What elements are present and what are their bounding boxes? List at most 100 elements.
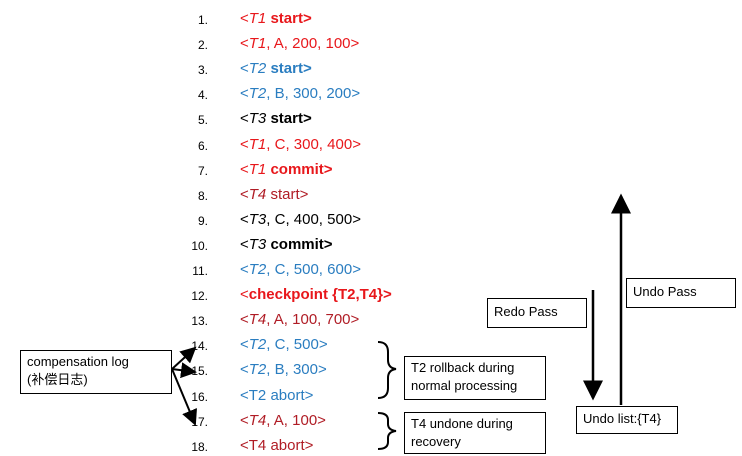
- record-transaction: T2: [248, 336, 267, 354]
- t4-undone-label-2: recovery: [411, 434, 461, 449]
- record-body: , C, 400, 500: [266, 210, 353, 228]
- record-body: commit: [266, 160, 324, 178]
- compensation-label-2: (补偿日志): [27, 372, 88, 387]
- log-record: <T1 commit>: [240, 161, 333, 178]
- record-close-bracket: >: [304, 386, 314, 404]
- record-close-bracket: >: [350, 35, 360, 53]
- record-open-bracket: <: [240, 311, 249, 329]
- record-transaction: T1: [248, 135, 267, 153]
- log-record: <T3, C, 400, 500>: [240, 211, 361, 228]
- log-record: <T2 start>: [240, 60, 312, 77]
- record-close-bracket: >: [323, 235, 333, 253]
- record-close-bracket: >: [352, 135, 361, 153]
- record-open-bracket: <: [240, 10, 249, 27]
- record-number: 18.: [191, 439, 208, 454]
- record-open-bracket: <: [240, 386, 249, 404]
- t4-undone-box: T4 undone during recovery: [404, 412, 546, 454]
- record-number: 17.: [191, 414, 208, 429]
- log-record: <T1, C, 300, 400>: [240, 136, 361, 153]
- record-body: , C, 300, 400: [266, 135, 353, 153]
- undo-list-box: Undo list:{T4}: [576, 406, 678, 434]
- record-number: 3.: [197, 63, 208, 78]
- log-record: <T2, B, 300, 200>: [240, 85, 360, 102]
- record-transaction: T2: [248, 60, 267, 78]
- record-close-bracket: >: [302, 110, 312, 128]
- record-body: , C, 500, 600: [266, 261, 353, 278]
- record-number: 8.: [197, 188, 208, 203]
- record-open-bracket: <: [240, 135, 249, 153]
- record-close-bracket: >: [302, 60, 312, 78]
- log-record: <T2, B, 300>: [240, 361, 327, 378]
- record-body: start: [266, 60, 303, 78]
- t2-rollback-label-1: T2 rollback during: [411, 360, 515, 375]
- undo-list-label: Undo list:{T4}: [583, 411, 662, 426]
- record-close-bracket: >: [318, 336, 328, 354]
- record-body: T4 abort: [248, 436, 305, 454]
- log-record: <T2 abort>: [240, 387, 313, 404]
- brace-t4-undone: [377, 412, 397, 450]
- record-number: 1.: [197, 13, 208, 27]
- record-body: start: [266, 185, 300, 203]
- record-open-bracket: <: [240, 336, 249, 354]
- log-record: <T4 start>: [240, 186, 308, 203]
- record-number: 14.: [191, 339, 208, 354]
- record-transaction: T4: [248, 185, 267, 203]
- record-number: 5.: [197, 113, 208, 128]
- record-close-bracket: >: [352, 210, 361, 228]
- record-transaction: T3: [248, 235, 267, 253]
- log-record: <checkpoint {T2,T4}>: [240, 286, 392, 303]
- record-open-bracket: <: [240, 110, 249, 128]
- record-close-bracket: >: [351, 85, 361, 103]
- record-open-bracket: <: [240, 85, 249, 103]
- record-transaction: T2: [248, 361, 267, 379]
- record-body: commit: [266, 235, 324, 253]
- record-open-bracket: <: [240, 235, 249, 253]
- record-number: 9.: [197, 213, 208, 228]
- record-number: 2.: [197, 38, 208, 53]
- record-open-bracket: <: [240, 286, 249, 304]
- arrow-to-15: [171, 362, 197, 379]
- record-close-bracket: >: [317, 411, 326, 429]
- record-open-bracket: <: [240, 261, 249, 278]
- record-body: , A, 100: [266, 411, 318, 429]
- t4-undone-label-1: T4 undone during: [411, 416, 513, 431]
- record-transaction: T3: [248, 110, 267, 128]
- compensation-log-box: compensation log (补偿日志): [20, 350, 172, 394]
- t2-rollback-box: T2 rollback during normal processing: [404, 356, 546, 400]
- record-close-bracket: >: [299, 185, 309, 203]
- record-number: 13.: [191, 314, 208, 329]
- record-number: 15.: [191, 364, 208, 379]
- record-number: 12.: [191, 289, 208, 304]
- record-body: , C, 500: [266, 336, 319, 354]
- record-body: , B, 300: [266, 361, 318, 379]
- record-close-bracket: >: [350, 311, 360, 329]
- record-open-bracket: <: [240, 411, 249, 429]
- record-close-bracket: >: [304, 436, 314, 454]
- record-transaction: T2: [248, 261, 267, 278]
- record-transaction: T1: [248, 10, 267, 27]
- undo-pass-label: Undo Pass: [633, 284, 697, 299]
- arrow-to-17: [171, 368, 197, 426]
- redo-pass-label: Redo Pass: [494, 304, 558, 319]
- record-open-bracket: <: [240, 210, 249, 228]
- record-body: , A, 100, 700: [266, 311, 351, 329]
- record-body: , B, 300, 200: [266, 85, 352, 103]
- log-record: <T3 commit>: [240, 236, 333, 253]
- record-number: 4.: [197, 88, 208, 103]
- record-body: , A, 200, 100: [266, 35, 351, 53]
- log-record: <T4, A, 100>: [240, 412, 326, 429]
- arrow-to-14: [171, 346, 197, 370]
- record-number: 16.: [191, 389, 208, 404]
- record-open-bracket: <: [240, 185, 249, 203]
- record-number: 11.: [192, 264, 208, 278]
- undo-pass-box: Undo Pass: [626, 278, 736, 308]
- log-record: <T1, A, 200, 100>: [240, 35, 359, 52]
- record-close-bracket: >: [382, 286, 392, 304]
- log-record: <T4 abort>: [240, 437, 313, 454]
- record-body: start: [266, 110, 303, 128]
- record-open-bracket: <: [240, 35, 249, 53]
- log-record: <T4, A, 100, 700>: [240, 311, 359, 328]
- record-number: 6.: [197, 138, 208, 153]
- record-body: start: [266, 10, 303, 27]
- record-close-bracket: >: [302, 10, 312, 27]
